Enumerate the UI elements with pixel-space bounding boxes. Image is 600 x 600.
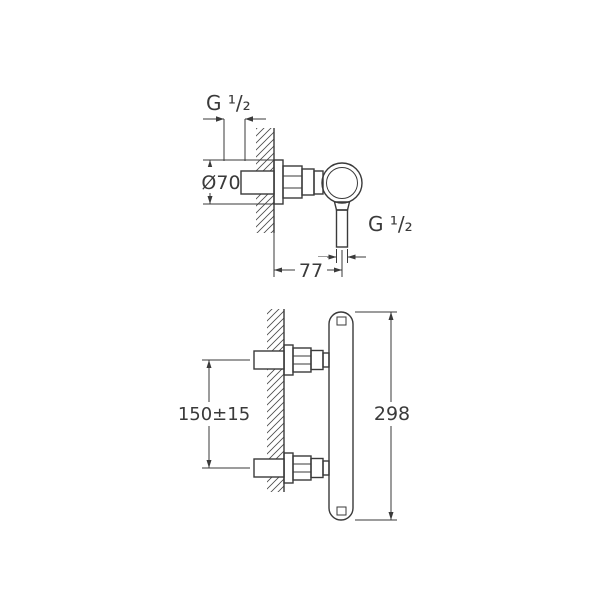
flange-diameter-label: Ø70	[201, 172, 240, 194]
arrowhead	[328, 254, 337, 260]
hex-nut	[292, 347, 312, 373]
arrowhead	[206, 460, 212, 468]
body-top-detail	[336, 316, 347, 326]
escutcheon-flange	[273, 159, 284, 205]
arrowhead	[216, 116, 224, 122]
outlet-pipe	[335, 209, 349, 248]
wall-distance-label: 77	[299, 260, 323, 282]
escutcheon-flange	[283, 452, 294, 484]
front-view: 150±15 298	[178, 309, 411, 521]
connector-piece	[313, 170, 324, 195]
hex-nut	[282, 165, 303, 199]
arrowhead	[334, 267, 342, 273]
escutcheon-flange	[283, 344, 294, 376]
arrowhead	[274, 267, 282, 273]
arrowhead	[245, 116, 253, 122]
label-background	[180, 402, 248, 426]
arrowhead	[206, 360, 212, 368]
union-nut	[310, 457, 324, 479]
wall-union-stub	[240, 170, 275, 195]
label-background	[373, 402, 411, 426]
wall-union-stub	[253, 458, 285, 478]
arrowhead	[388, 512, 394, 520]
outlet-thread-label: G ¹/₂	[368, 212, 413, 236]
inlet-thread-label: G ¹/₂	[206, 91, 251, 115]
upper-inlet-fitting	[253, 344, 330, 376]
label-background	[195, 167, 247, 193]
arrowhead	[207, 160, 213, 168]
body-bottom-detail	[336, 506, 347, 516]
label-background	[295, 257, 327, 281]
arrowhead	[388, 312, 394, 320]
connection-spacing-label: 150±15	[178, 404, 250, 425]
union-nut	[310, 349, 324, 371]
union-nut	[301, 168, 315, 196]
lower-inlet-fitting	[253, 452, 330, 484]
mixer-body-bar	[328, 311, 354, 521]
connector-piece	[322, 460, 330, 476]
hex-nut	[292, 455, 312, 481]
wall-union-stub	[253, 350, 285, 370]
valve-body-circle	[321, 162, 363, 204]
body-height-label: 298	[374, 403, 410, 425]
arrowhead	[207, 196, 213, 204]
connector-piece	[322, 352, 330, 368]
side-view: G ¹/₂ Ø70 G ¹/₂	[195, 91, 413, 282]
valve-cap-circle	[326, 167, 358, 199]
arrowhead	[347, 254, 356, 260]
